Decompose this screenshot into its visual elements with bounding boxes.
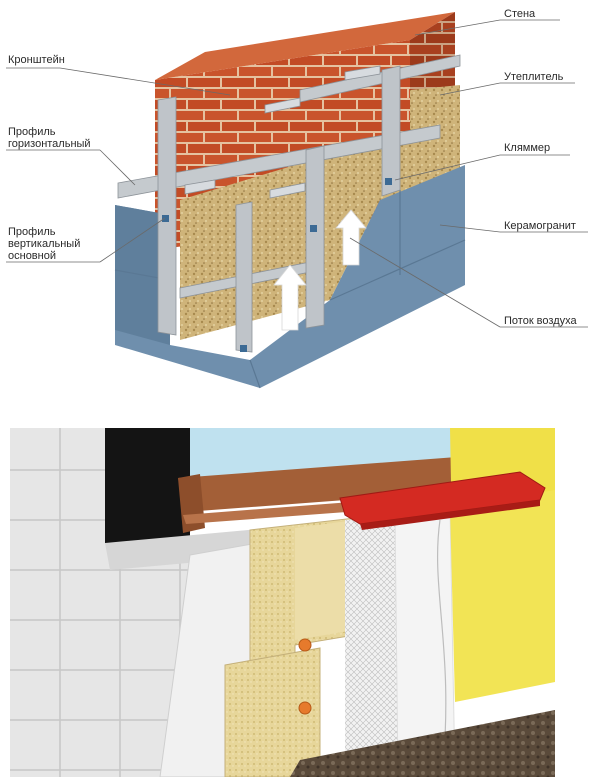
dowel-1 <box>298 638 312 652</box>
ventilated-facade-diagram <box>6 12 588 389</box>
label-profile-horizontal-2: горизонтальный <box>8 138 91 150</box>
label-bracket: Кронштейн <box>8 54 65 66</box>
brackets <box>184 65 381 199</box>
label-klyammer: Кляммер <box>504 142 551 154</box>
label-profile-vertical-1: Профиль <box>8 226 56 238</box>
ground-gravel <box>290 710 555 777</box>
air-flow-arrows <box>273 209 367 331</box>
window-frame <box>178 456 478 512</box>
ceramic-granite-panels <box>115 165 465 388</box>
label-ceramic-granite: Керамогранит <box>504 220 576 232</box>
mineral-wool-board-bottom <box>224 647 321 777</box>
label-profile-vertical-3: основной <box>8 250 56 262</box>
reinforcing-mesh <box>345 514 402 777</box>
klyammer-clips <box>162 178 392 352</box>
label-insulation: Утеплитель <box>504 71 564 83</box>
label-profile-vertical-2: вертикальный <box>8 238 81 250</box>
vertical-profile-2 <box>305 145 325 329</box>
brick-wall-top <box>155 12 455 80</box>
label-profile-horizontal-1: Профиль <box>8 126 56 138</box>
label-wall: Стена <box>504 8 536 20</box>
window-opening <box>105 428 190 543</box>
label-air-flow: Поток воздуха <box>504 315 577 327</box>
horizontal-profile-top <box>117 124 441 199</box>
dowel-2 <box>298 701 312 715</box>
wet-facade-illustration <box>10 428 555 777</box>
